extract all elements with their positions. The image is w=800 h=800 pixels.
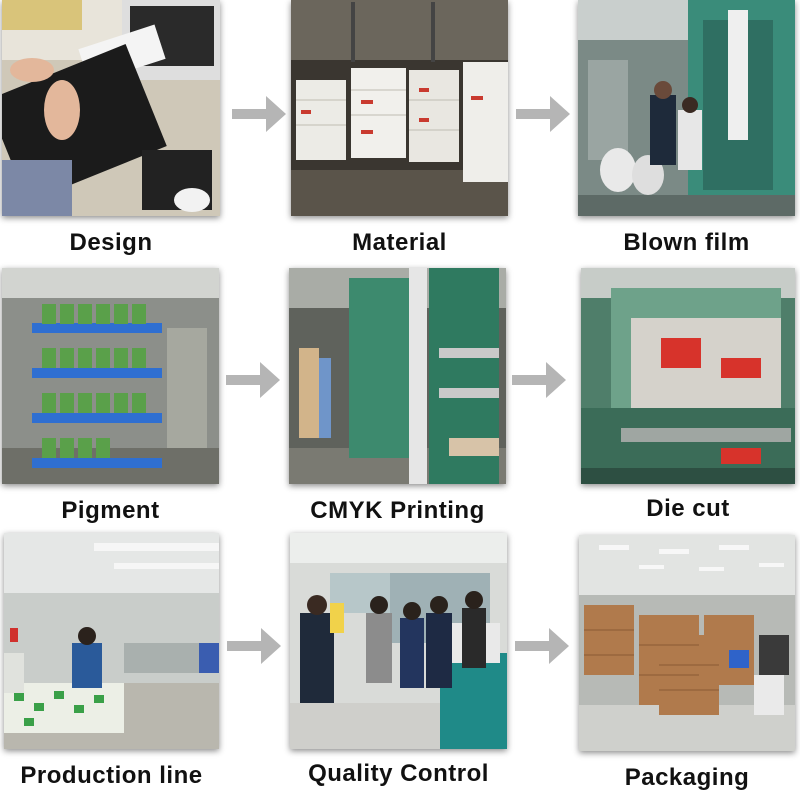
arrow-right-icon (230, 92, 288, 136)
arrow-right-icon (510, 358, 568, 402)
caption-quality-control: Quality Control (308, 760, 489, 787)
caption-material: Material (352, 229, 447, 256)
caption-production-line: Production line (20, 762, 203, 789)
photo-blown-film (578, 0, 795, 216)
caption-blown-film: Blown film (623, 229, 750, 256)
photo-production-line (4, 533, 219, 749)
caption-packaging: Packaging (624, 764, 750, 791)
photo-design (2, 0, 220, 216)
caption-design: Design (69, 229, 153, 256)
photo-quality-control (290, 533, 507, 749)
arrow-right-icon (514, 92, 572, 136)
photo-cmyk-printing (289, 268, 506, 484)
photo-pigment (2, 268, 219, 484)
photo-packaging (579, 535, 795, 751)
caption-die-cut: Die cut (646, 495, 730, 522)
arrow-right-icon (513, 624, 571, 668)
caption-cmyk-printing: CMYK Printing (310, 497, 485, 524)
photo-die-cut (581, 268, 795, 484)
caption-pigment: Pigment (61, 497, 160, 524)
arrow-right-icon (225, 624, 283, 668)
arrow-right-icon (224, 358, 282, 402)
photo-material (291, 0, 508, 216)
